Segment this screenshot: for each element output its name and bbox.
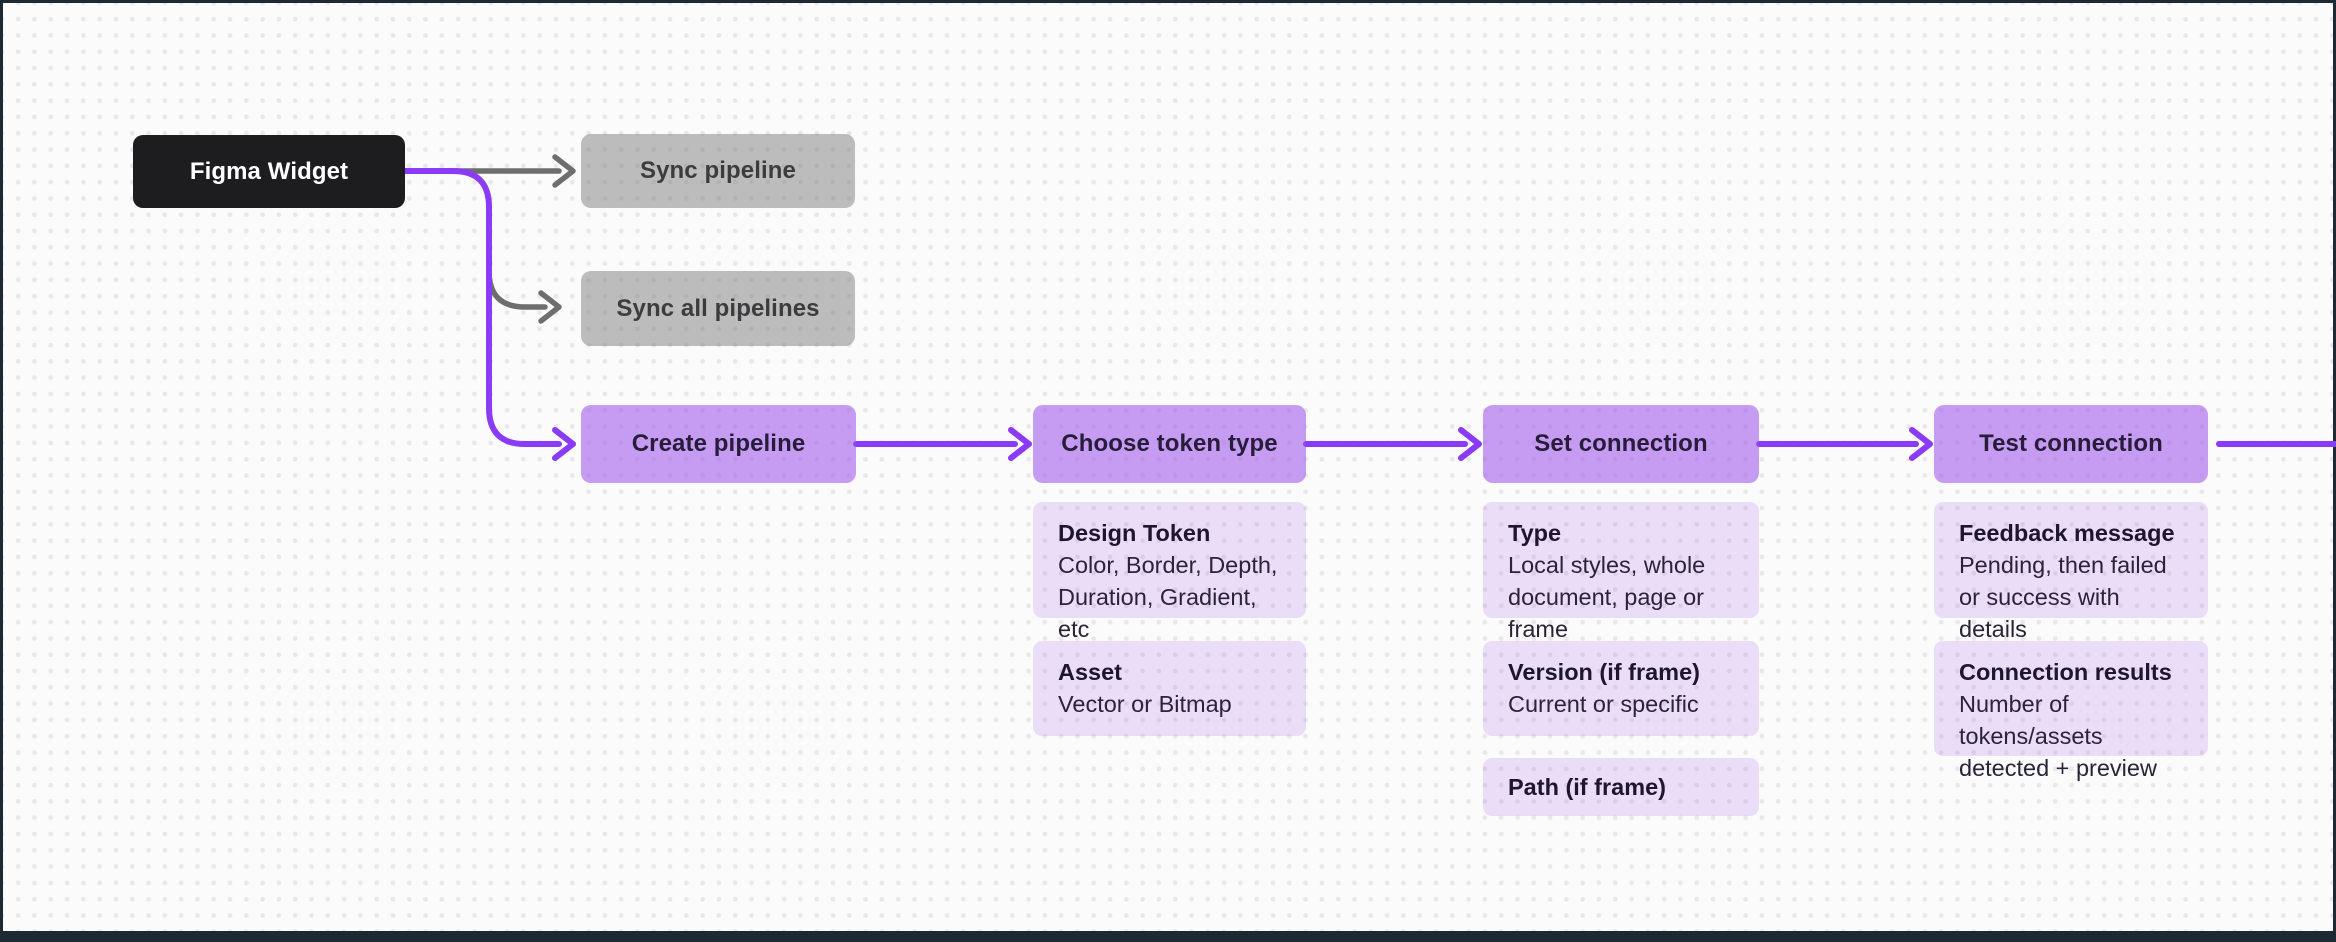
card-design-token-title: Design Token [1058,520,1211,546]
card-type[interactable]: Type Local styles, whole document, page … [1483,502,1759,642]
card-feedback-message-body: Pending, then failed or success with det… [1959,552,2167,642]
card-connection-results[interactable]: Connection results Number of tokens/asse… [1934,641,2208,781]
card-design-token-body: Color, Border, Depth, Duration, Gradient… [1058,552,1278,642]
node-sync-all-pipelines-label: Sync all pipelines [616,294,820,322]
card-asset[interactable]: Asset Vector or Bitmap [1033,641,1306,736]
edge-figma-widget-to-create-pipeline [402,168,576,461]
card-version[interactable]: Version (if frame) Current or specific [1483,641,1759,736]
card-version-title: Version (if frame) [1508,659,1700,685]
node-create-pipeline[interactable]: Create pipeline [581,405,856,483]
node-sync-pipeline-label: Sync pipeline [639,157,796,184]
card-feedback-message[interactable]: Feedback message Pending, then failed or… [1934,502,2208,642]
edge-create-pipeline-to-choose-token-type [853,427,1032,461]
card-feedback-message-title: Feedback message [1959,520,2175,546]
card-type-body: Local styles, whole document, page or fr… [1508,552,1706,642]
node-create-pipeline-label: Create pipeline [631,430,806,457]
edge-figma-widget-to-sync-pipeline [402,154,576,188]
card-path-title: Path (if frame) [1508,774,1666,800]
card-path[interactable]: Path (if frame) [1483,758,1759,816]
card-connection-results-title: Connection results [1959,659,2172,685]
node-sync-all-pipelines[interactable]: Sync all pipelines [581,271,855,346]
node-choose-token-type-label: Choose token type [1061,430,1278,457]
node-figma-widget-label: Figma Widget [189,157,349,185]
card-asset-title: Asset [1058,659,1123,685]
node-sync-pipeline[interactable]: Sync pipeline [581,134,855,208]
card-version-body: Current or specific [1508,691,1699,717]
edge-set-connection-to-test-connection [1756,427,1933,461]
node-test-connection[interactable]: Test connection [1934,405,2208,483]
card-asset-body: Vector or Bitmap [1058,691,1232,717]
card-type-title: Type [1508,520,1562,546]
node-set-connection[interactable]: Set connection [1483,405,1759,483]
node-set-connection-label: Set connection [1534,430,1708,457]
node-test-connection-label: Test connection [1979,430,2163,457]
card-design-token[interactable]: Design Token Color, Border, Depth, Durat… [1033,502,1306,642]
edge-figma-widget-to-sync-all-pipelines [486,264,562,324]
node-choose-token-type[interactable]: Choose token type [1033,405,1306,483]
edge-choose-token-type-to-set-connection [1303,427,1482,461]
card-connection-results-body: Number of tokens/assets detected + previ… [1959,691,2157,781]
node-figma-widget[interactable]: Figma Widget [133,135,405,208]
